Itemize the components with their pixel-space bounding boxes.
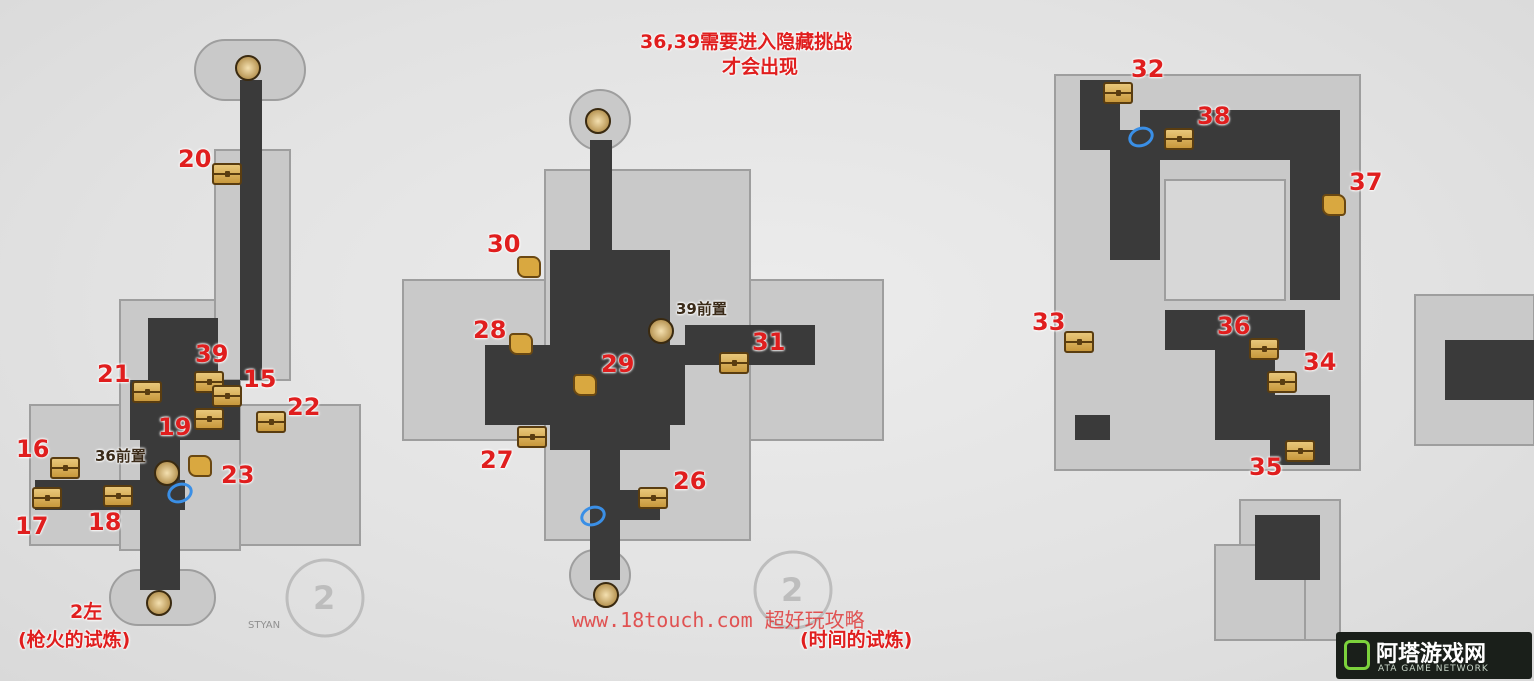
label-30: 30 (487, 230, 521, 258)
chest-26 (638, 487, 668, 509)
tag-39-prereq: 39前置 (676, 300, 727, 318)
chest-27 (517, 426, 547, 448)
note-line-1: 36,39需要进入隐藏挑战 (640, 31, 853, 53)
label-19: 19 (158, 413, 192, 441)
middle-bottom-exit-icon (593, 582, 619, 608)
emblem-middle: 2 (781, 571, 804, 609)
label-21: 21 (97, 360, 131, 388)
label-20: 20 (178, 145, 212, 173)
gamepad-icon (1344, 640, 1370, 670)
chest-35 (1285, 440, 1315, 462)
left-caption-2: (枪火的试炼) (18, 629, 131, 651)
label-28: 28 (473, 316, 507, 344)
npc-39-prereq-icon (648, 318, 674, 344)
label-33: 33 (1032, 308, 1066, 336)
label-16: 16 (16, 435, 50, 463)
chest-32 (1103, 82, 1133, 104)
label-15: 15 (243, 365, 277, 393)
chest-16 (50, 457, 80, 479)
chest-31 (719, 352, 749, 374)
label-38: 38 (1197, 102, 1231, 130)
logo-main-text: 阿塔游戏网 (1376, 642, 1487, 667)
label-18: 18 (88, 508, 122, 536)
label-35: 35 (1249, 453, 1283, 481)
puzzle-30-icon (517, 256, 541, 278)
emblem-left: 2 (313, 579, 336, 617)
label-22: 22 (287, 393, 321, 421)
chest-19 (194, 408, 224, 430)
left-bottom-exit-icon (146, 590, 172, 616)
chest-36 (1249, 338, 1279, 360)
label-36: 36 (1217, 312, 1251, 340)
chest-18 (103, 485, 133, 507)
chest-20 (212, 163, 242, 185)
label-31: 31 (752, 328, 786, 356)
left-top-exit-icon (235, 55, 261, 81)
site-logo: 阿塔游戏网 ATA GAME NETWORK (1336, 632, 1532, 679)
chest-22 (256, 411, 286, 433)
label-37: 37 (1349, 168, 1383, 196)
label-39: 39 (195, 340, 229, 368)
puzzle-23-icon (188, 455, 212, 477)
compass-emblem (285, 550, 833, 638)
logo-sub-text: ATA GAME NETWORK (1378, 664, 1489, 674)
chest-38 (1164, 128, 1194, 150)
chest-17 (32, 487, 62, 509)
label-27: 27 (480, 446, 514, 474)
chest-33 (1064, 331, 1094, 353)
tag-36-prereq: 36前置 (95, 447, 146, 465)
middle-caption-2: (时间的试炼) (800, 629, 913, 651)
puzzle-37-icon (1322, 194, 1346, 216)
label-29: 29 (601, 350, 635, 378)
label-17: 17 (15, 512, 49, 540)
label-26: 26 (673, 467, 707, 495)
chest-34 (1267, 371, 1297, 393)
emblem-sub-text: STYAN (248, 620, 281, 631)
npc-36-prereq-icon (154, 460, 180, 486)
middle-top-exit-icon (585, 108, 611, 134)
left-caption-1: 2左 (70, 601, 103, 623)
chest-21 (132, 381, 162, 403)
note-line-2: 才会出现 (722, 56, 799, 78)
puzzle-29-icon (573, 374, 597, 396)
label-23: 23 (221, 461, 255, 489)
watermark: www.18touch.com 超好玩攻略 (572, 608, 865, 632)
label-32: 32 (1131, 55, 1165, 83)
label-34: 34 (1303, 348, 1337, 376)
puzzle-28-icon (509, 333, 533, 355)
chest-15 (212, 385, 242, 407)
